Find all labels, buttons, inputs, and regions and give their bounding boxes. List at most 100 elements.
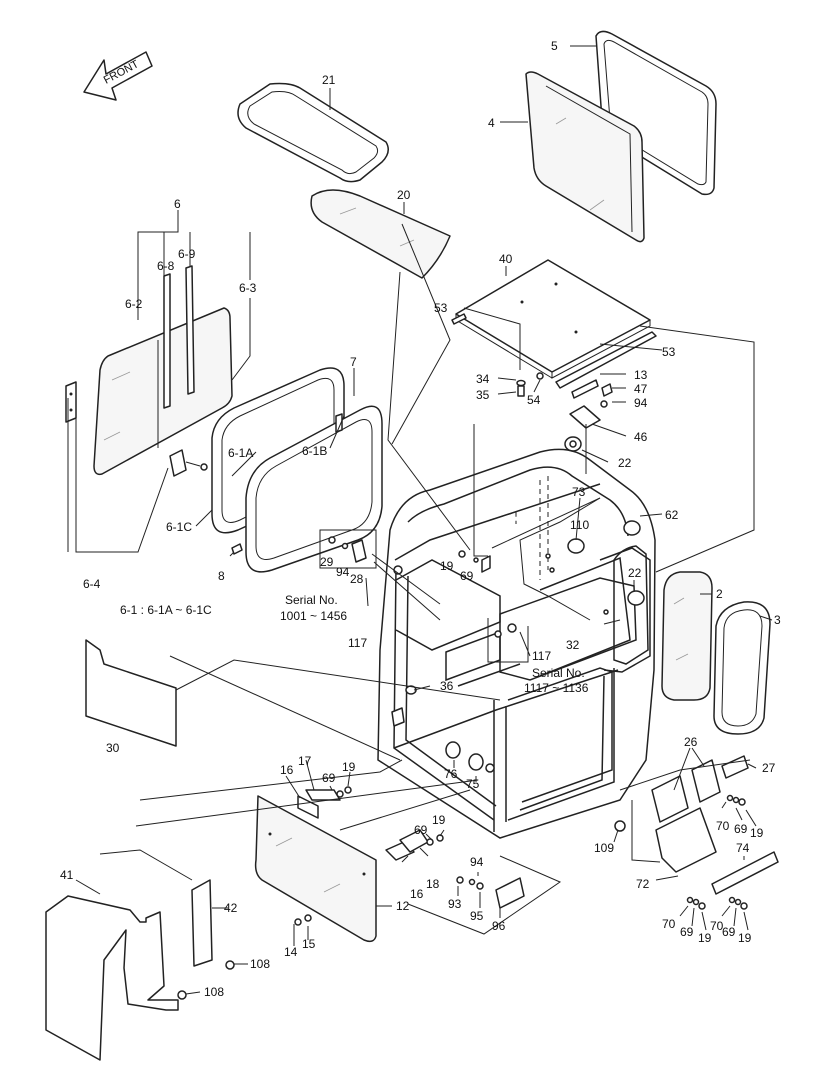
label-108-top: 108 [250,957,270,971]
label-35: 35 [476,388,490,402]
label-27: 27 [762,761,776,775]
label-13: 13 [634,368,648,382]
front-arrow: FRONT [83,51,153,101]
hardware-roof [516,372,613,429]
label-117-left: 117 [348,636,367,650]
label-6-9: 6-9 [178,247,196,261]
label-20: 20 [397,188,411,202]
callout-labels: 5 4 21 20 40 6 6-9 6-8 6-3 6-2 53 53 7 3… [60,39,781,999]
label-28: 28 [350,572,364,586]
panel-42 [191,879,213,967]
serial-b-line2: 1117 ~ 1136 [524,681,589,695]
panel-41 [45,895,179,1061]
serial-a-line1: Serial No. [285,593,338,607]
label-95: 95 [470,909,484,923]
label-53-right: 53 [662,345,676,359]
label-94-latch: 94 [470,855,484,869]
serial-a-line2: 1001 ~ 1456 [280,609,347,623]
label-73: 73 [572,485,586,499]
label-108-bottom: 108 [204,985,224,999]
label-62: 62 [665,508,679,522]
label-41: 41 [60,868,74,882]
screw-108-a [225,960,235,970]
label-6-1A: 6-1A [228,446,253,460]
label-94-mid: 94 [336,565,350,579]
label-4: 4 [488,116,495,130]
strip-53-right [555,331,657,389]
leader-lines [67,45,773,995]
label-22-side: 22 [628,566,642,580]
label-53-left: 53 [434,301,448,315]
label-69-bottom-left: 69 [680,925,694,939]
cab-body [377,448,656,839]
label-93: 93 [448,897,462,911]
label-69-bottom-right: 69 [722,925,736,939]
screw-108-b [177,990,187,1000]
label-19-lock: 19 [432,813,446,827]
label-76: 76 [444,767,458,781]
label-75: 75 [466,777,480,791]
label-70-bottom-right: 70 [710,919,724,933]
strip-53-left [451,313,467,325]
label-69-mid: 69 [460,569,474,583]
label-6-1B: 6-1B [302,444,327,458]
roof-panel-40 [455,259,651,379]
label-14: 14 [284,945,298,959]
label-22-top: 22 [618,456,632,470]
label-32: 32 [566,638,580,652]
rear-glass-4 [525,71,645,243]
door-panel-12 [254,786,444,943]
label-42: 42 [224,901,238,915]
label-6-3: 6-3 [239,281,257,295]
label-26: 26 [684,735,698,749]
roof-glass-20 [310,189,451,279]
label-117-right: 117 [532,649,551,663]
label-40: 40 [499,252,513,266]
label-6-1C: 6-1C [166,520,192,534]
label-3: 3 [774,613,781,627]
panel-30 [85,639,177,747]
label-16-bottom: 16 [410,887,424,901]
label-17: 17 [298,754,312,768]
duct-assembly [614,755,779,910]
label-18: 18 [426,877,440,891]
label-54: 54 [527,393,541,407]
side-seal-3 [713,601,771,735]
label-69-lock: 69 [414,823,428,837]
label-36: 36 [440,679,454,693]
label-8: 8 [218,569,225,583]
label-69-door: 69 [322,771,336,785]
label-7: 7 [350,355,357,369]
side-glass-2 [661,571,713,701]
label-6-8: 6-8 [157,259,175,273]
roof-seal-21 [237,82,389,183]
label-6-4: 6-4 [83,577,101,591]
label-19-mid: 19 [440,559,454,573]
door-glass-6 [65,265,233,477]
label-72: 72 [636,877,650,891]
note-6-1: 6-1 : 6-1A ~ 6-1C [120,603,212,617]
label-6-2: 6-2 [125,297,143,311]
label-96: 96 [492,919,506,933]
label-12: 12 [396,899,410,913]
label-5: 5 [551,39,558,53]
label-70-bottom-left: 70 [662,917,676,931]
label-6: 6 [174,197,181,211]
label-15: 15 [302,937,316,951]
label-19-door: 19 [342,760,356,774]
label-70-right-top: 70 [716,819,730,833]
label-2: 2 [716,587,723,601]
latch-96 [456,876,525,909]
label-19-bottom-right: 19 [738,931,752,945]
label-47: 47 [634,382,648,396]
label-30: 30 [106,741,120,755]
serial-b-line1: Serial No. [532,666,585,680]
label-34: 34 [476,372,490,386]
label-46: 46 [634,430,648,444]
label-69-right-top: 69 [734,822,748,836]
label-19-bottom-left: 19 [698,931,712,945]
label-16-top: 16 [280,763,294,777]
label-94-top: 94 [634,396,648,410]
label-110: 110 [570,518,589,532]
